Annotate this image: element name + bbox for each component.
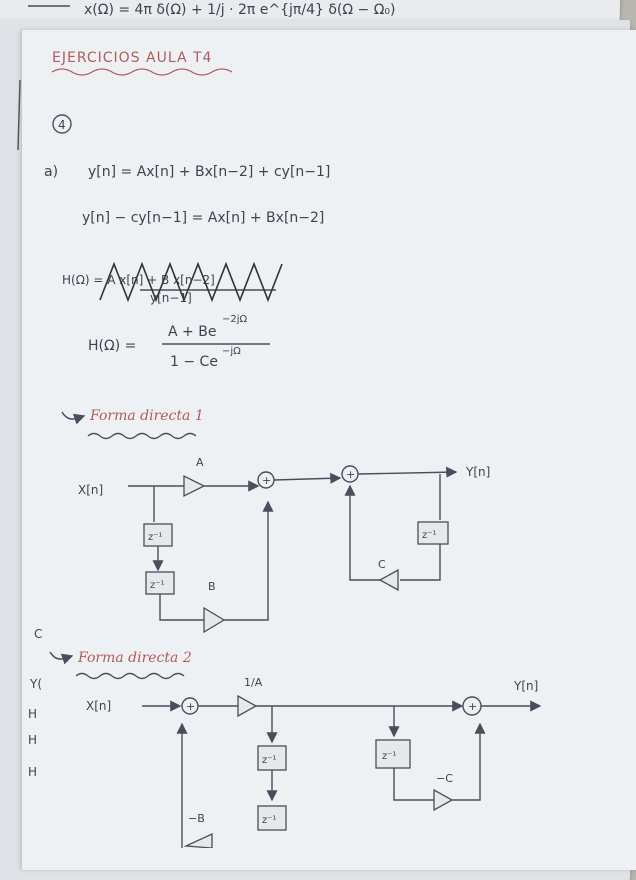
svg-text:+: + (346, 468, 355, 481)
margin-letter: H (28, 707, 37, 721)
svg-text:+: + (262, 474, 271, 487)
gain-b-label: B (208, 580, 216, 593)
svg-text:+: + (468, 700, 477, 713)
svg-text:z⁻¹: z⁻¹ (148, 532, 163, 543)
gain-1a-label: 1/A (244, 676, 263, 689)
section1-title: Forma directa 1 (89, 408, 204, 424)
denominator-exponent: −jΩ (222, 346, 241, 357)
numerator-exponent: −2jΩ (222, 314, 248, 325)
svg-text:+: + (186, 700, 195, 713)
problem-number: 4 (58, 118, 66, 132)
difference-equation: y[n] = Ax[n] + Bx[n−2] + cy[n−1] (88, 164, 330, 180)
top-formula: x(Ω) = 4π δ(Ω) + 1/j · 2π e^{jπ/4} δ(Ω −… (84, 2, 395, 18)
crossed-out-transfer: H(Ω) = A x[n] + B x[n−2] y[n−1] (62, 264, 282, 305)
transfer-lhs: H(Ω) = (88, 338, 136, 354)
gain-neg-b-label: −B (188, 812, 205, 825)
svg-text:z⁻¹: z⁻¹ (422, 530, 437, 541)
transfer-numerator: A + Be (168, 324, 216, 340)
margin-letter: Y( (29, 677, 42, 691)
gain-c-triangle (380, 570, 398, 590)
margin-bracket (18, 80, 20, 150)
svg-text:z⁻¹: z⁻¹ (262, 755, 277, 766)
rearranged-equation: y[n] − cy[n−1] = Ax[n] + Bx[n−2] (82, 210, 324, 226)
handwritten-notes: x(Ω) = 4π δ(Ω) + 1/j · 2π e^{jπ/4} δ(Ω −… (0, 0, 636, 848)
direct-form-2-diagram: X[n] + 1/A + Y[n] z⁻¹ z⁻¹ z⁻¹ −C −B (86, 676, 540, 848)
heading-underline (52, 69, 232, 75)
gain-a-triangle (184, 476, 204, 496)
gain-neg-b-triangle (186, 834, 212, 848)
gain-c-label: C (378, 558, 386, 571)
margin-letter: H (28, 733, 37, 747)
section2-arrow (50, 652, 72, 659)
d1-output-label: Y[n] (465, 465, 490, 479)
section1-underline (88, 434, 196, 439)
part-label: a) (44, 164, 58, 180)
section2-underline (76, 674, 184, 679)
margin-letter: H (28, 765, 37, 779)
d2-output-label: Y[n] (513, 679, 538, 693)
gain-1a-triangle (238, 696, 256, 716)
svg-text:z⁻¹: z⁻¹ (262, 815, 277, 826)
gain-c-triangle-2 (434, 790, 452, 810)
direct-form-1-diagram: X[n] A + z⁻¹ z⁻¹ B + Y[n] z⁻¹ C (78, 456, 490, 632)
gain-b-triangle (204, 608, 224, 632)
page-heading: EJERCICIOS AULA T4 (52, 50, 212, 66)
svg-text:z⁻¹: z⁻¹ (382, 751, 397, 762)
margin-letter: C (34, 627, 42, 641)
gain-neg-c-label: −C (436, 772, 453, 785)
gain-a-label: A (196, 456, 204, 469)
section1-arrow (62, 412, 84, 419)
svg-text:z⁻¹: z⁻¹ (150, 580, 165, 591)
section2-title: Forma directa 2 (77, 650, 192, 666)
d2-input-label: X[n] (86, 699, 111, 713)
d1-input-label: X[n] (78, 483, 103, 497)
transfer-denominator: 1 − Ce (170, 354, 218, 370)
